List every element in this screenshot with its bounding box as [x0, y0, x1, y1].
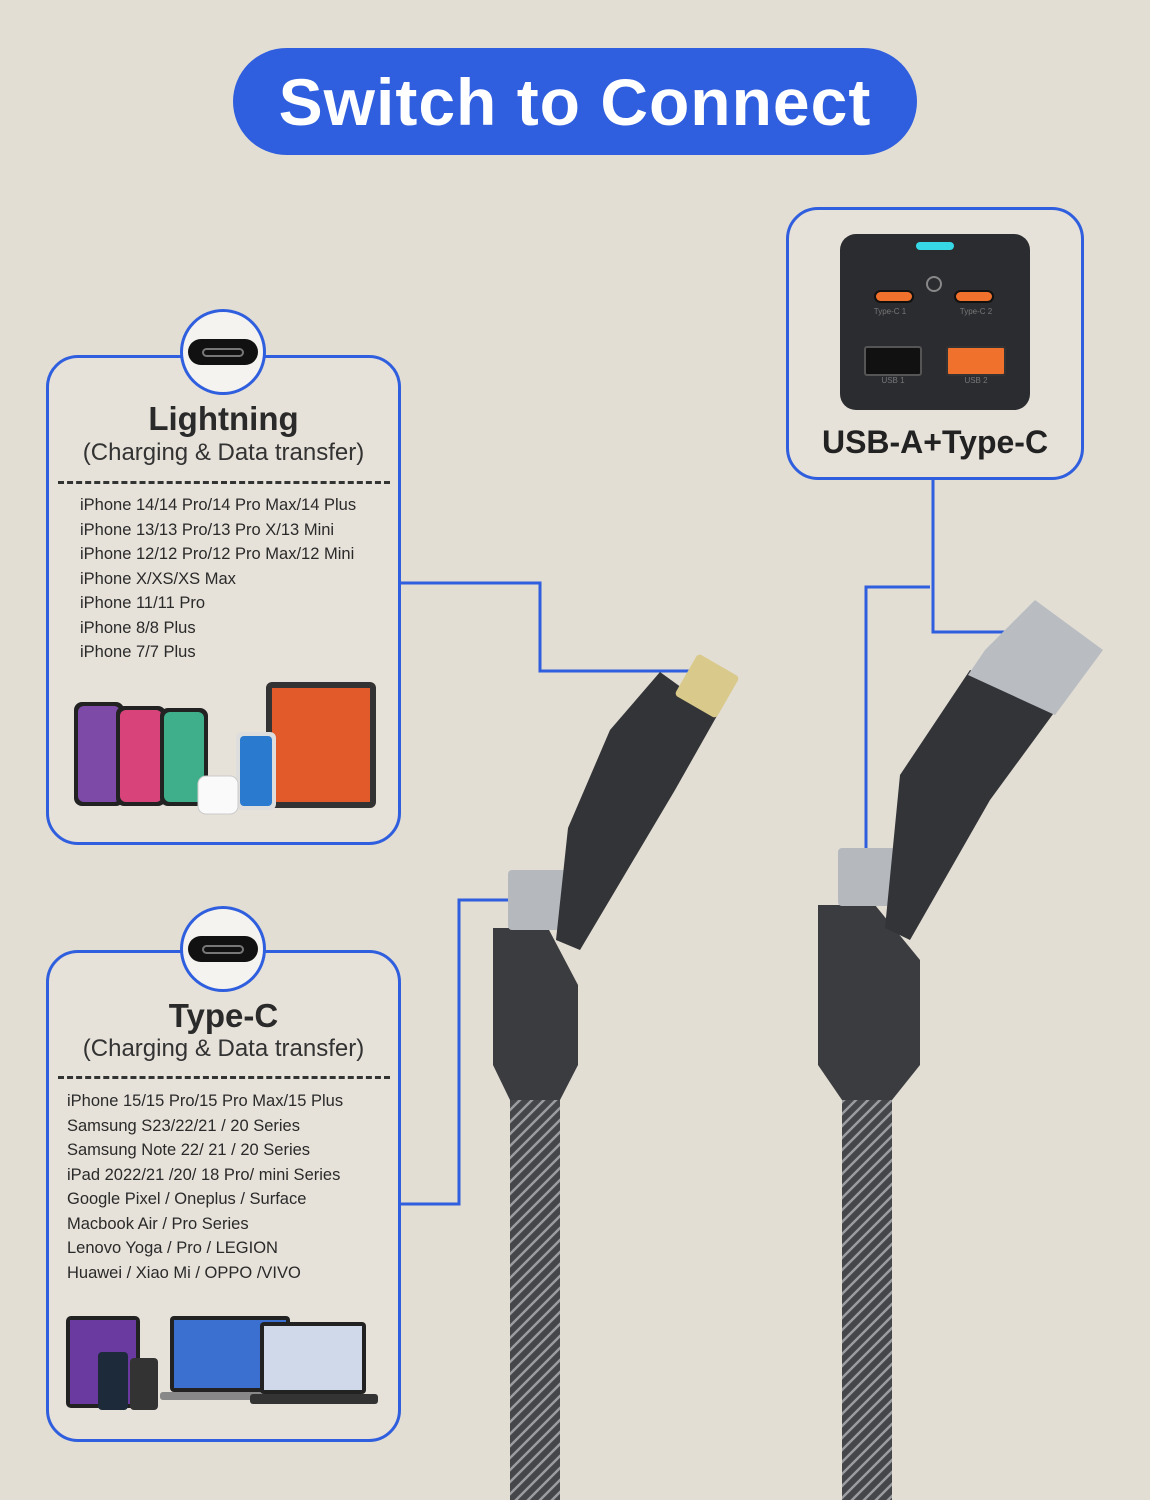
list-item: Macbook Air / Pro Series [67, 1214, 249, 1233]
usb1-label: USB 1 [881, 376, 905, 385]
lightning-divider [58, 481, 390, 484]
list-item: iPhone 14/14 Pro/14 Pro Max/14 Plus [80, 496, 357, 514]
list-item: iPhone 8/8 Plus [80, 618, 196, 637]
usb-a-callout-line [931, 480, 1035, 634]
lightning-subtitle: (Charging & Data transfer) [82, 439, 365, 466]
lightning-callout-line [401, 581, 700, 673]
typec2-port [954, 290, 994, 303]
typec1-label: Type-C 1 [873, 307, 907, 316]
lightning-title: Lightning [148, 400, 299, 437]
typec-title: Type-C [168, 997, 279, 1034]
lightning-device-list: iPhone 14/14 Pro/14 Pro Max/14 Plus iPho… [80, 493, 356, 665]
typec-connector-icon [180, 906, 266, 992]
list-item: Lenovo Yoga / Pro / LEGION [67, 1239, 278, 1257]
typec-subtitle: (Charging & Data transfer) [82, 1035, 365, 1062]
charger-image: Type-C 1 Type-C 2 USB 1 USB 2 [840, 234, 1030, 410]
typec-divider [58, 1076, 390, 1079]
list-item: iPhone 15/15 Pro/15 Pro Max/15 Plus [67, 1092, 344, 1110]
apple-devices-image [74, 682, 376, 815]
list-item: Samsung Note 22/ 21 / 20 Series [67, 1141, 311, 1159]
typec1-port [874, 290, 914, 303]
list-item: iPhone 7/7 Plus [80, 643, 196, 661]
list-item: iPad 2022/21 /20/ 18 Pro/ mini Series [67, 1165, 341, 1184]
lightning-connector-icon [180, 309, 266, 395]
usb-c-callout-line [864, 585, 930, 872]
typec-device-list: iPhone 15/15 Pro/15 Pro Max/15 Plus Sams… [67, 1089, 343, 1285]
list-item: iPhone X/XS/XS Max [80, 569, 236, 588]
list-item: iPhone 13/13 Pro/13 Pro X/13 Mini [80, 520, 335, 539]
list-item: iPhone 12/12 Pro/12 Pro Max/12 Mini [80, 545, 355, 563]
list-item: Google Pixel / Oneplus / Surface [67, 1190, 307, 1208]
list-item: Huawei / Xiao Mi / OPPO /VIVO [67, 1263, 301, 1282]
usb2-label: USB 2 [964, 376, 988, 385]
left-cable [493, 654, 739, 1500]
typec2-label: Type-C 2 [959, 307, 993, 316]
right-cable [818, 600, 1103, 1500]
usb1-port [864, 346, 922, 376]
list-item: Samsung S23/22/21 / 20 Series [67, 1116, 300, 1135]
callout-lines [401, 480, 1035, 1206]
title-text: Switch to Connect [278, 64, 872, 139]
charger-led [916, 242, 954, 250]
typec-callout-line [401, 898, 520, 1206]
list-item: iPhone 11/11 Pro [80, 594, 206, 612]
power-icon [926, 276, 942, 292]
typec-devices-image [66, 1316, 378, 1410]
usb2-port [946, 346, 1006, 376]
usb-label: USB-A+Type-C [821, 424, 1049, 460]
title-banner: Switch to Connect [233, 48, 917, 155]
